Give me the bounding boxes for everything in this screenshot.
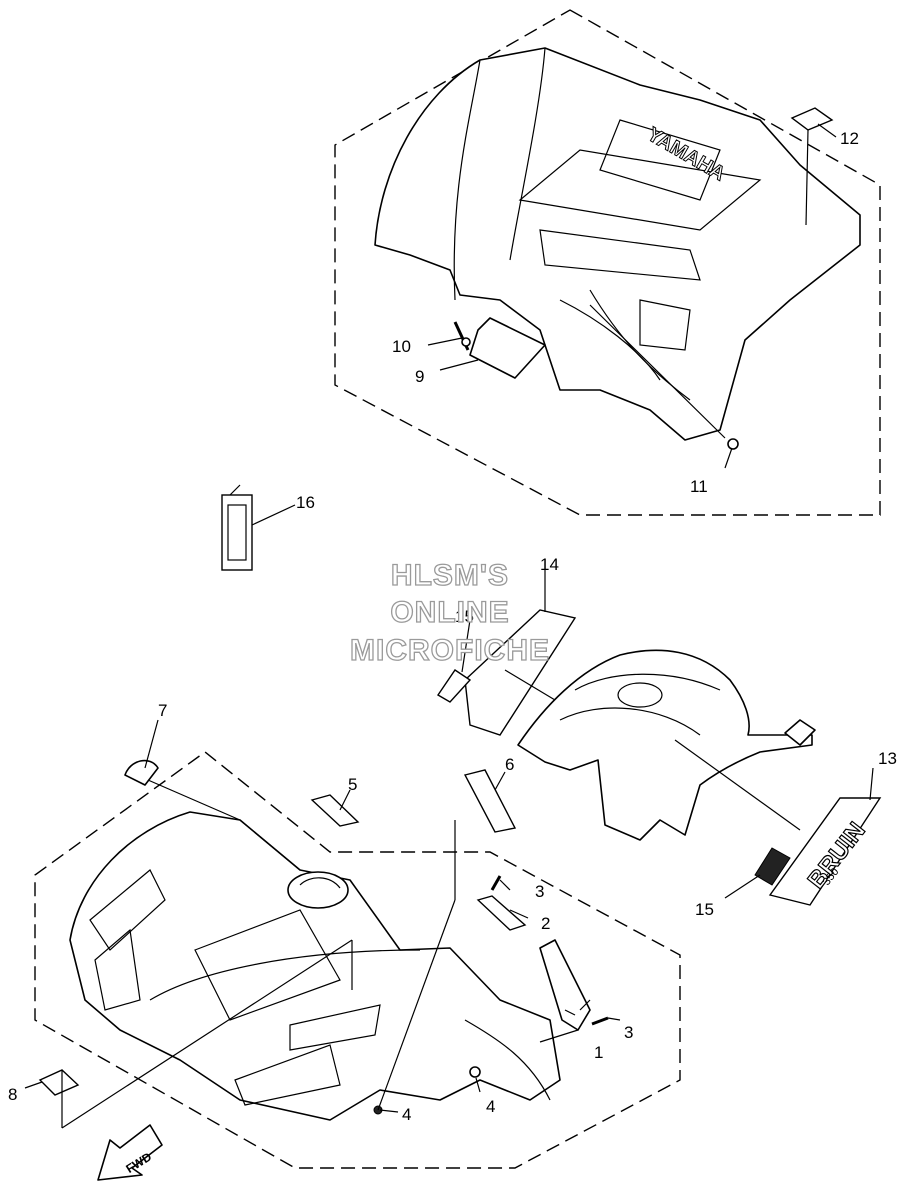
callout-6: 6 — [505, 755, 514, 774]
callout-7: 7 — [158, 701, 167, 720]
part-3-screw-upper — [490, 875, 502, 891]
watermark-line-3: MICROFICHE — [350, 634, 550, 667]
callout-11: 11 — [690, 477, 708, 496]
part-15-upper-emblem — [436, 669, 472, 703]
part-6-decal — [463, 769, 517, 833]
part-13-side-decal — [768, 797, 882, 906]
callout-12: 12 — [840, 129, 859, 148]
rear-group-boundary — [334, 9, 881, 516]
callout-2: 2 — [541, 914, 550, 933]
callout-4-right: 4 — [486, 1097, 495, 1116]
part-12-label — [790, 107, 834, 131]
callout-9: 9 — [415, 367, 424, 386]
part-7-emblem — [124, 759, 159, 786]
watermark-line-1: HLSM'S — [391, 559, 509, 592]
fwd-arrow-icon: FWD — [97, 1124, 163, 1181]
callout-13: 13 — [878, 749, 897, 768]
tank-cover — [517, 649, 813, 841]
callout-14: 14 — [540, 555, 559, 574]
part-11-nut — [727, 438, 739, 450]
watermark: HLSM'S ONLINE MICROFICHE — [349, 558, 550, 667]
callout-15-lower: 15 — [695, 900, 714, 919]
callout-1: 1 — [594, 1043, 603, 1062]
part-3-screw-lower — [591, 1016, 609, 1026]
callout-5: 5 — [348, 775, 357, 794]
callout-3-upper: 3 — [535, 882, 544, 901]
callout-8: 8 — [8, 1085, 17, 1104]
part-16-warning-label — [221, 484, 296, 571]
part-1-cover — [539, 939, 591, 1031]
part-15-lower-emblem — [754, 847, 791, 886]
callout-4-left: 4 — [402, 1105, 411, 1124]
part-9-cover-plate — [469, 317, 546, 379]
callout-16: 16 — [296, 493, 315, 512]
callout-15-upper: 15 — [455, 607, 474, 626]
part-4-nut-right — [469, 1066, 481, 1078]
front-group-boundary — [34, 751, 681, 1169]
rear-fender-group: YAMAHA — [334, 9, 881, 516]
part-8-label — [38, 1069, 80, 1096]
part-2-decal — [476, 895, 527, 931]
front-fender — [69, 811, 561, 1121]
part-10-screw — [453, 321, 471, 351]
part-5-decal — [310, 794, 360, 827]
rear-fender — [374, 47, 861, 441]
front-fender-group — [24, 719, 681, 1169]
callout-10: 10 — [392, 337, 411, 356]
callout-3-lower: 3 — [624, 1023, 633, 1042]
callout-labels: 1 2 3 3 4 4 5 6 7 8 9 10 11 12 13 14 15 … — [8, 129, 897, 1124]
watermark-line-2: ONLINE — [390, 596, 509, 629]
part-14-decal — [464, 609, 577, 736]
